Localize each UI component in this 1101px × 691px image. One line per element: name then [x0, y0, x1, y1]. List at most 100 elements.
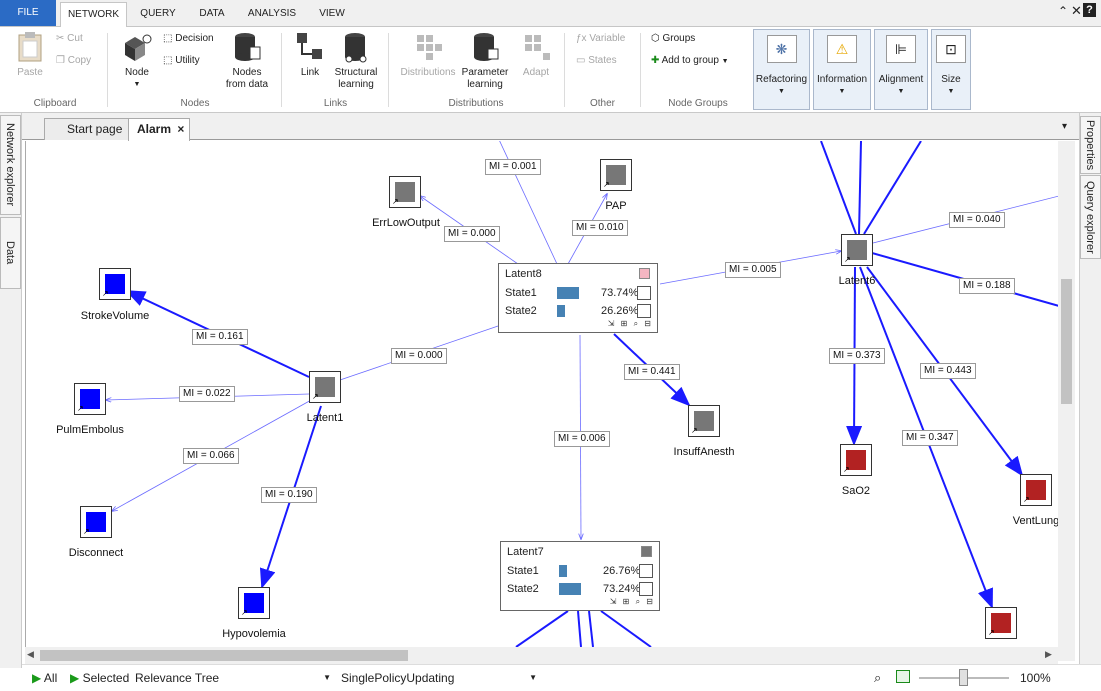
- tab-data[interactable]: DATA: [199, 8, 225, 19]
- chevron-down-icon: ▼: [529, 673, 537, 682]
- node-fill: [846, 450, 866, 470]
- shortcut-arrow-icon: ↗: [843, 465, 850, 474]
- evidence-checkbox[interactable]: [637, 286, 651, 300]
- scroll-left-icon[interactable]: ◀: [27, 649, 34, 659]
- information-button[interactable]: ⚠ Information ▼: [813, 29, 871, 110]
- color-swatch[interactable]: [641, 546, 652, 557]
- alignment-label: Alignment: [878, 74, 924, 85]
- copy-button[interactable]: ❐ Copy: [56, 55, 91, 67]
- network-node[interactable]: ↗: [99, 268, 131, 300]
- distributions-button[interactable]: Distributions: [396, 31, 460, 79]
- scrollbar-thumb[interactable]: [1061, 279, 1072, 404]
- network-node[interactable]: ↗: [309, 371, 341, 403]
- tab-data-explorer[interactable]: Data explorer: [0, 217, 21, 289]
- network-node[interactable]: ↗: [74, 383, 106, 415]
- decision-label: Decision: [175, 33, 214, 44]
- network-node[interactable]: ↗: [238, 587, 270, 619]
- copy-label: Copy: [67, 55, 92, 66]
- run-selected-button[interactable]: ▶ Selected: [70, 671, 129, 685]
- relevance-dropdown[interactable]: Relevance Tree▼: [135, 671, 331, 685]
- network-node[interactable]: ↗: [600, 159, 632, 191]
- divider: [281, 33, 282, 107]
- adapt-button[interactable]: Adapt: [518, 31, 554, 79]
- overview-icon[interactable]: [896, 670, 910, 683]
- database-icon: [345, 33, 367, 63]
- card-toolbar-icons[interactable]: ⇲ ⊞ ⌕ ⊟: [609, 597, 655, 606]
- network-node[interactable]: ↗: [1020, 474, 1052, 506]
- horizontal-scrollbar[interactable]: ◀ ▶: [25, 647, 1058, 664]
- node-button[interactable]: Node ▼: [117, 31, 157, 91]
- link-icon: [297, 33, 322, 59]
- network-node[interactable]: ↗: [985, 607, 1017, 639]
- tab-query-explorer[interactable]: Query explorer: [1080, 175, 1101, 259]
- chevron-down-icon: ▼: [897, 88, 905, 95]
- network-node[interactable]: ↗: [389, 176, 421, 208]
- zoom-fit-icon[interactable]: ⌕: [874, 670, 882, 685]
- nodes-from-data-button[interactable]: Nodes from data: [222, 31, 272, 91]
- decision-button[interactable]: ⬚ Decision: [163, 33, 214, 45]
- edge-label: MI = 0.040: [949, 212, 1005, 228]
- tab-analysis[interactable]: ANALYSIS: [247, 8, 297, 19]
- minimize-ribbon-icon[interactable]: ⌃: [1058, 4, 1069, 18]
- tab-alarm[interactable]: Alarm ×: [128, 118, 190, 141]
- node-fill: [315, 377, 335, 397]
- node-icon: [125, 34, 152, 61]
- edge: [515, 610, 569, 647]
- structural-label-2: learning: [338, 79, 374, 90]
- card-toolbar-icons[interactable]: ⇲ ⊞ ⌕ ⊟: [607, 319, 653, 328]
- scrollbar-thumb[interactable]: [40, 650, 408, 661]
- shortcut-arrow-icon: ↗: [77, 404, 84, 413]
- utility-button[interactable]: ⬚ Utility: [163, 55, 200, 67]
- tab-start-page[interactable]: Start page ×: [44, 118, 146, 140]
- close-icon[interactable]: ×: [177, 122, 185, 136]
- node-card-latent7[interactable]: Latent7 State1 26.76% State2 73.24% ⇲ ⊞ …: [500, 541, 660, 611]
- divider: [640, 33, 641, 107]
- node-fill: [694, 411, 714, 431]
- shortcut-arrow-icon: ↗: [312, 392, 319, 401]
- parameter-learning-button[interactable]: Parameter learning: [460, 31, 510, 91]
- right-side-panel: Properties Query explorer: [1079, 113, 1101, 668]
- evidence-checkbox[interactable]: [639, 582, 653, 596]
- add-to-group-button[interactable]: ✚ Add to group ▼: [651, 55, 729, 68]
- cut-button[interactable]: ✂ Cut: [56, 33, 83, 45]
- color-swatch[interactable]: [639, 268, 650, 279]
- evidence-checkbox[interactable]: [637, 304, 651, 318]
- tab-network-explorer[interactable]: Network explorer: [0, 115, 21, 215]
- structural-label-1: Structural: [334, 67, 378, 78]
- node-fill: [395, 182, 415, 202]
- edge: [577, 610, 582, 647]
- probability-bar: [559, 583, 581, 595]
- network-node[interactable]: ↗: [688, 405, 720, 437]
- network-node[interactable]: ↗: [840, 444, 872, 476]
- tab-file[interactable]: FILE: [0, 0, 56, 26]
- algorithm-dropdown[interactable]: SinglePolicyUpdating▼: [341, 671, 537, 685]
- run-all-button[interactable]: ▶ All: [32, 671, 57, 685]
- network-node[interactable]: ↗: [80, 506, 112, 538]
- shortcut-arrow-icon: ↗: [392, 197, 399, 206]
- refactoring-button[interactable]: ❋ Refactoring ▼: [753, 29, 810, 110]
- tab-overflow-icon[interactable]: ▾: [1062, 121, 1068, 132]
- variable-button[interactable]: ƒx Variable: [576, 33, 625, 45]
- network-node[interactable]: ↗: [841, 234, 873, 266]
- evidence-checkbox[interactable]: [639, 564, 653, 578]
- states-button[interactable]: ▭ States: [576, 55, 617, 67]
- network-canvas[interactable]: MI = 0.001 MI = 0.000 MI = 0.010 MI = 0.…: [25, 141, 1058, 647]
- node-card-latent8[interactable]: Latent8 State1 73.74% State2 26.26% ⇲ ⊞ …: [498, 263, 658, 333]
- tab-network[interactable]: NETWORK: [60, 2, 127, 28]
- tab-view[interactable]: VIEW: [319, 8, 345, 19]
- help-icon[interactable]: ?: [1083, 3, 1096, 17]
- paste-button[interactable]: Paste: [10, 31, 50, 79]
- scroll-right-icon[interactable]: ▶: [1045, 649, 1052, 659]
- close-icon[interactable]: ✕: [1071, 3, 1082, 18]
- tab-properties[interactable]: Properties: [1080, 116, 1101, 174]
- groups-button[interactable]: ⬡ Groups: [651, 33, 695, 45]
- alignment-button[interactable]: ⊫ Alignment ▼: [874, 29, 928, 110]
- size-button[interactable]: ⊡ Size ▼: [931, 29, 971, 110]
- vertical-scrollbar[interactable]: [1058, 141, 1075, 661]
- tab-label: Start page: [67, 122, 123, 136]
- tab-query[interactable]: QUERY: [140, 8, 176, 19]
- link-button[interactable]: Link: [292, 31, 328, 79]
- utility-icon: ⬚: [163, 55, 176, 66]
- zoom-slider-thumb[interactable]: [959, 669, 968, 686]
- structural-learning-button[interactable]: Structural learning: [332, 31, 380, 91]
